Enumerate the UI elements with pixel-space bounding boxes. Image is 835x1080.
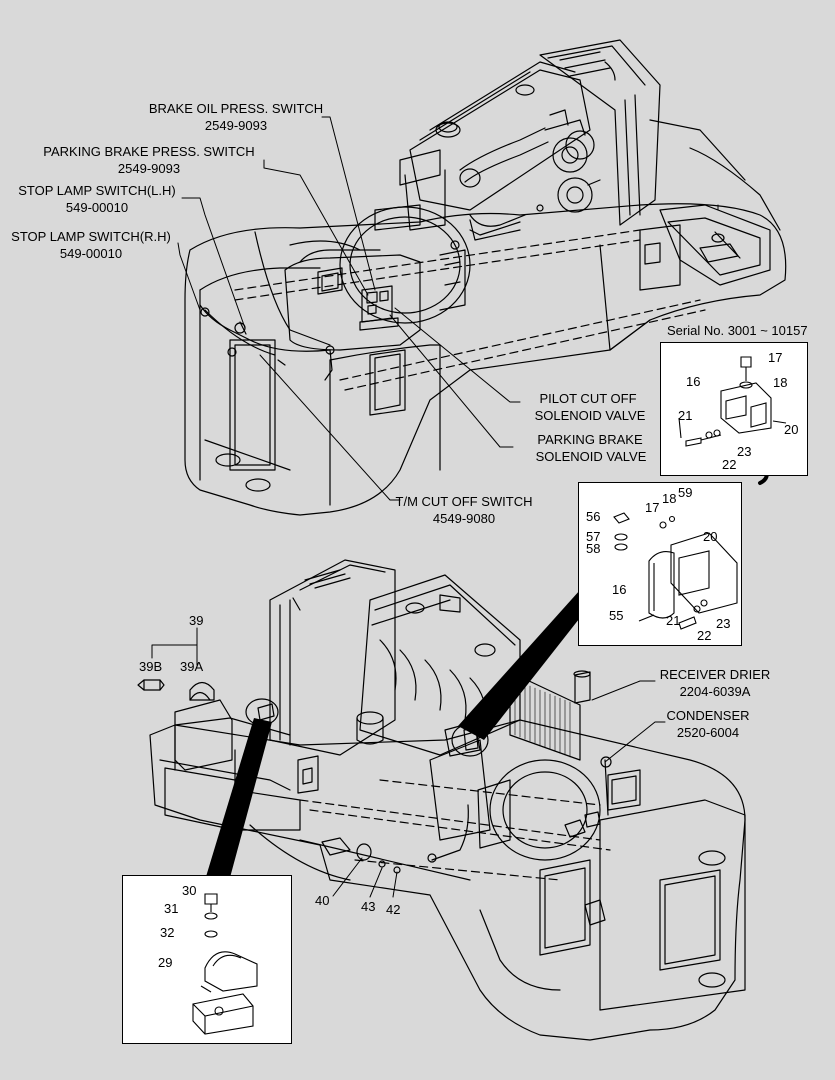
lower-wire-harness	[174, 691, 469, 874]
pilot-cut-off-solenoid-line1: PILOT CUT OFF	[539, 391, 637, 406]
stop-lamp-switch-lh-part: 549-00010	[65, 200, 129, 215]
stop-lamp-switch-lh-name: STOP LAMP SWITCH(L.H)	[18, 183, 176, 198]
solenoid-inset-num-21: 21	[666, 613, 681, 628]
wedge-to-solenoid-inset	[458, 590, 590, 740]
brake-oil-press-switch-part: 2549-9093	[204, 118, 268, 133]
solenoid-inset-num-57: 57	[586, 529, 601, 544]
serial-inset-num-17: 17	[768, 350, 783, 365]
solenoid-inset-num-59: 59	[678, 485, 693, 500]
solenoid-inset-num-18: 18	[662, 491, 677, 506]
bottom-part-num-43: 43	[361, 899, 376, 914]
lamp-group-num-39a: 39A	[180, 659, 204, 674]
serial-inset-num-21: 21	[678, 408, 693, 423]
bracket-inset-artwork	[192, 893, 258, 1035]
condenser-name: CONDENSER	[666, 708, 750, 723]
serial-range-inset	[660, 342, 808, 476]
serial-inset-artwork	[678, 356, 787, 447]
parking-brake-press-switch-part: 2549-9093	[117, 161, 181, 176]
solenoid-inset-num-20: 20	[703, 529, 718, 544]
lower-leader-lines	[151, 627, 666, 898]
upper-chassis	[184, 119, 787, 516]
upper-wire-harness	[199, 221, 521, 381]
serial-inset-num-18: 18	[773, 375, 788, 390]
wedge-to-bracket-inset	[205, 718, 272, 885]
pilot-cut-off-solenoid-line2: SOLENOID VALVE	[534, 408, 646, 423]
bracket-detail-inset	[122, 875, 292, 1044]
tm-cut-off-switch-name: T/M CUT OFF SWITCH	[395, 494, 533, 509]
lamp-housing-39a	[189, 681, 215, 701]
solenoid-inset-num-16: 16	[612, 582, 627, 597]
magnifier-circles	[245, 698, 489, 757]
serial-inset-num-16: 16	[686, 374, 701, 389]
solenoid-detail-inset	[578, 482, 742, 646]
tm-cut-off-switch-part: 4549-9080	[432, 511, 496, 526]
serial-inset-num-23: 23	[737, 444, 752, 459]
stop-lamp-switch-rh-part: 549-00010	[59, 246, 123, 261]
upper-engine	[339, 39, 661, 324]
parking-brake-solenoid-line1: PARKING BRAKE	[537, 432, 643, 447]
solenoid-inset-num-56: 56	[586, 509, 601, 524]
brake-oil-press-switch-name: BRAKE OIL PRESS. SWITCH	[148, 101, 324, 116]
stop-lamp-switch-rh-name: STOP LAMP SWITCH(R.H)	[11, 229, 171, 244]
bottom-part-num-42: 42	[386, 902, 401, 917]
bracket-inset-num-29: 29	[158, 955, 173, 970]
lower-chassis	[149, 717, 746, 1041]
receiver-drier-name: RECEIVER DRIER	[659, 667, 771, 682]
parking-brake-solenoid-line2: SOLENOID VALVE	[535, 449, 647, 464]
serial-inset-num-22: 22	[722, 457, 737, 472]
lamp-group-num-39: 39	[189, 613, 204, 628]
bottom-part-num-40: 40	[315, 893, 330, 908]
parking-brake-press-switch-name: PARKING BRAKE PRESS. SWITCH	[43, 144, 255, 159]
upper-leader-lines	[177, 116, 719, 501]
receiver-drier-part: 2204-6039A	[679, 684, 751, 699]
solenoid-inset-num-55: 55	[609, 608, 624, 623]
condenser-part: 2520-6004	[676, 725, 740, 740]
solenoid-inset-num-22: 22	[697, 628, 712, 643]
serial-range-title: Serial No. 3001 ~ 10157	[667, 323, 808, 338]
solenoid-inset-num-23: 23	[716, 616, 731, 631]
bracket-inset-num-30: 30	[182, 883, 197, 898]
solenoid-inset-num-58: 58	[586, 541, 601, 556]
bracket-inset-num-31: 31	[164, 901, 179, 916]
solenoid-inset-num-17: 17	[645, 500, 660, 515]
bracket-inset-num-32: 32	[160, 925, 175, 940]
serial-inset-num-20: 20	[784, 422, 799, 437]
lamp-group-num-39b: 39B	[139, 659, 163, 674]
lamp-bulb-39b	[137, 679, 165, 691]
solenoid-inset-artwork	[613, 512, 738, 630]
